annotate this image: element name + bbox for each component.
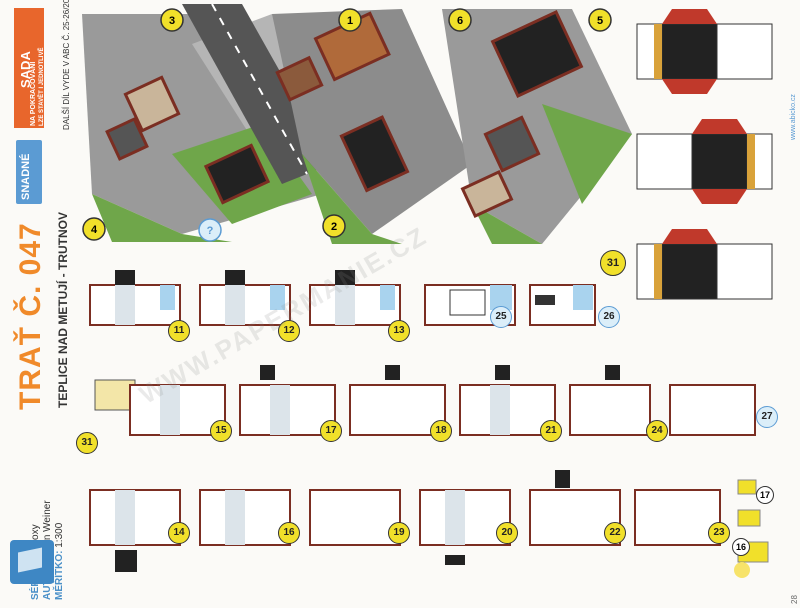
- svg-text:?: ?: [207, 225, 214, 237]
- svg-text:6: 6: [457, 15, 463, 27]
- part-marker-16: 16: [278, 522, 300, 544]
- diorama-marker-question: ?: [198, 218, 222, 242]
- large-building-nets: [636, 9, 773, 300]
- diorama-marker-4: 4: [82, 217, 106, 241]
- large-net-1: [636, 9, 773, 94]
- svg-text:3: 3: [169, 15, 175, 27]
- small-box-parts: [734, 479, 769, 578]
- big-marker-31: 31: [600, 250, 626, 276]
- part-marker-11: 11: [168, 320, 190, 342]
- part-marker-22: 22: [604, 522, 626, 544]
- next-issue-note: DALŠÍ DÍL VYDE V ABC Č. 25-26/2024: [62, 0, 71, 130]
- diorama-marker-6: 6: [448, 8, 472, 32]
- scale-line: MĚŘÍTKO: 1:300: [54, 523, 65, 600]
- abc-logo: [10, 540, 54, 584]
- scale-value: 1:300: [54, 522, 65, 548]
- diorama-marker-2: 2: [322, 214, 346, 238]
- parts-bottom-row-drawing: [89, 470, 721, 572]
- grass-area: [92, 194, 232, 242]
- parts-top-row-drawing: [89, 270, 596, 326]
- part-marker-18: 18: [430, 420, 452, 442]
- page-title: TRAŤ Č. 047: [14, 222, 47, 410]
- part-marker-21: 21: [540, 420, 562, 442]
- diorama-marker-3: 3: [160, 8, 184, 32]
- diorama-marker-1: 1: [338, 8, 362, 32]
- set-line2: LZE STAVĚT I JEDNOTLIVĚ: [39, 47, 45, 126]
- part-marker-31-small: 31: [76, 432, 98, 454]
- svg-text:4: 4: [91, 224, 98, 236]
- part-marker-19: 19: [388, 522, 410, 544]
- page-subtitle: TEPLICE NAD METUJÍ - TRUTNOV: [56, 211, 70, 408]
- set-badge: SADA NA POKRAČOVÁNÍ LZE STAVĚT I JEDNOTL…: [14, 8, 45, 128]
- part-marker-12: 12: [278, 320, 300, 342]
- scale-label: MĚŘÍTKO:: [54, 550, 65, 600]
- part-marker-27: 27: [756, 406, 778, 428]
- part-marker-26: 26: [598, 306, 620, 328]
- large-net-2: [636, 119, 773, 204]
- svg-text:2: 2: [331, 221, 337, 233]
- part-marker-25: 25: [490, 306, 512, 328]
- small-marker-17: 17: [756, 486, 774, 504]
- diorama-illustration: 3 1 6 5 4 ? 2: [72, 4, 632, 244]
- part-marker-23: 23: [708, 522, 730, 544]
- set-line1: NA POKRAČOVÁNÍ: [30, 61, 37, 126]
- difficulty-label: SNADNÉ: [20, 153, 32, 200]
- large-net-3: [636, 229, 773, 300]
- part-marker-13: 13: [388, 320, 410, 342]
- part-marker-15: 15: [210, 420, 232, 442]
- sun-icon: [734, 562, 750, 578]
- part-marker-24: 24: [646, 420, 668, 442]
- svg-text:5: 5: [597, 15, 603, 27]
- parts-mid-row-drawing: [94, 365, 756, 436]
- part-marker-20: 20: [496, 522, 518, 544]
- difficulty-badge: SNADNÉ: [16, 140, 42, 204]
- part-marker-17: 17: [320, 420, 342, 442]
- website: www.abicko.cz: [790, 94, 797, 140]
- svg-text:1: 1: [347, 15, 353, 27]
- info-strip: SADA NA POKRAČOVÁNÍ LZE STAVĚT I JEDNOTL…: [0, 0, 72, 608]
- page-number: 28: [790, 595, 799, 604]
- part-marker-14: 14: [168, 522, 190, 544]
- small-marker-16: 16: [732, 538, 750, 556]
- diorama-marker-5: 5: [588, 8, 612, 32]
